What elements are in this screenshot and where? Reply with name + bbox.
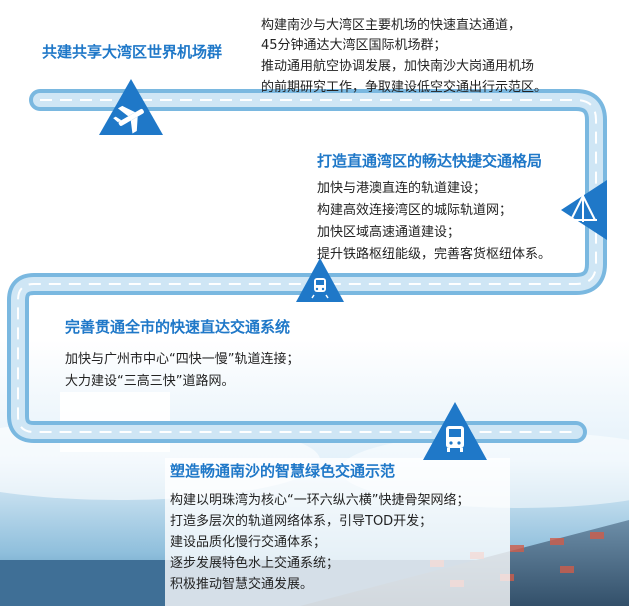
section-2-line: 提升铁路枢纽能级，完善客货枢纽体系。: [317, 247, 552, 262]
road-lane: [11, 93, 603, 439]
section-4-line: 打造多层次的轨道网络体系，引导TOD开发；: [170, 514, 433, 529]
section-3-line: 大力建设“三高三快”道路网。: [65, 374, 235, 389]
section-4-line: 构建以明珠湾为核心“一环六纵六横”快捷骨架网络；: [170, 493, 470, 508]
section-1-line: 45分钟通达大湾区国际机场群；: [261, 38, 447, 53]
section-3-title: 完善贯通全市的快速直达交通系统: [65, 318, 291, 336]
section-4-title: 塑造畅通南沙的智慧绿色交通示范: [170, 462, 396, 480]
bridge-icon: [561, 180, 607, 240]
section-1-line: 构建南沙与大湾区主要机场的快速直达通道，: [261, 18, 522, 33]
bus-icon: [423, 402, 487, 460]
airplane-icon: [99, 79, 163, 135]
section-2-title: 打造直通湾区的畅达快捷交通格局: [317, 152, 543, 170]
section-4-line: 逐步发展特色水上交通系统；: [170, 556, 340, 571]
section-4-line: 积极推动智慧交通发展。: [170, 577, 314, 592]
section-1-line: 的前期研究工作，争取建设低空交通出行示范区。: [261, 80, 548, 95]
section-4-line: 建设品质化慢行交通体系；: [170, 535, 327, 550]
section-2-line: 加快与港澳直连的轨道建设；: [317, 181, 487, 196]
section-1-title: 共建共享大湾区世界机场群: [42, 43, 223, 61]
section-1-line: 推动通用航空协调发展，加快南沙大岗通用机场: [261, 59, 535, 74]
train-icon: [296, 258, 344, 302]
section-3-line: 加快与广州市中心“四快一慢”轨道连接；: [65, 352, 300, 367]
section-2-line: 加快区域高速通道建设；: [317, 225, 461, 240]
section-2-line: 构建高效连接湾区的城际轨道网；: [317, 203, 513, 218]
